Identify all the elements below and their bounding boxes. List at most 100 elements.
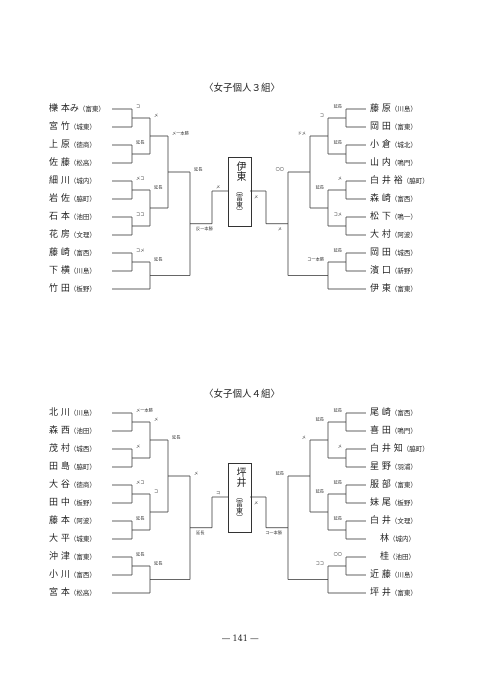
group3-left-entry-7: 石 本（池田）	[49, 212, 96, 222]
group4-left-round1-label: 延長	[136, 551, 145, 558]
group4-right-entry-11: 坪 井（富東）	[370, 588, 417, 598]
group3-left-semifinal-label: 延長	[194, 166, 203, 173]
group3-right-semifinal-label: メ	[278, 226, 282, 231]
group3-right-semifinal-label: 〇〇	[276, 167, 284, 172]
group3-champion-school: （富東）	[235, 187, 244, 215]
group3-right-entry-7: 松 下（鳴一）	[370, 212, 417, 222]
group4-right-entry-9: 桂（池田）	[380, 552, 416, 562]
group3-right-round3-label: ドメ	[298, 131, 306, 136]
group3-champion-name: 伊東	[234, 161, 245, 181]
group4-right-entry-2: 喜 田（鳴門）	[370, 426, 417, 436]
group4-left-round2-label: コ	[154, 489, 158, 494]
group4-left-entry-2: 森 西（池田）	[49, 426, 96, 436]
group3-left-entry-8: 花 房（文理）	[49, 230, 96, 240]
group4-left-round1-label: メ一本勝	[136, 407, 154, 414]
group4-left-entry-7: 藤 本（阿波）	[49, 516, 96, 526]
group4-left-entry-3: 茂 村（城西）	[49, 444, 96, 454]
group4-right-entry-4: 星 野（羽浦）	[370, 462, 417, 472]
group3-right-entry-11: 伊 東（富東）	[370, 284, 417, 294]
group3-left-semifinal-label: 反一本勝	[196, 225, 214, 232]
group3-left-round1-label: メコ	[136, 176, 144, 181]
group4-left-entry-8: 大 平（城東）	[49, 534, 96, 544]
group4-right-round2-label: 延長	[316, 416, 325, 423]
group3-title: 〈女子個人３組〉	[204, 83, 281, 94]
group3-champion-box	[228, 157, 252, 227]
group4-left-round1-label: メ	[136, 444, 140, 449]
group3-left-round1-label: 延長	[136, 139, 145, 146]
group3-right-round1-label: 延長	[334, 247, 343, 254]
group4-title: 〈女子個人４組〉	[204, 389, 281, 400]
group3-right-entry-1: 藤 原（川島）	[370, 104, 417, 114]
group4-left-entry-10: 小 川（富西）	[49, 570, 96, 580]
group4-right-round1-label: 延長	[334, 407, 343, 414]
group3-left-round2-label: 延長	[154, 256, 163, 263]
group3-right-round1-label: メ	[338, 176, 342, 181]
group3-left-entry-5: 細 川（城内）	[49, 176, 96, 186]
group3-left-entry-9: 藤 崎（富西）	[49, 248, 96, 258]
group3-left-entry-6: 岩 佐（脇町）	[49, 194, 96, 204]
group4-right-round1-label: 延長	[334, 515, 343, 522]
group4-left-entry-9: 沖 津（富東）	[49, 552, 96, 562]
group3-left-entry-3: 上 原（徳商）	[49, 140, 96, 150]
group4-champion-name: 坪井	[234, 467, 245, 487]
group3-final-label: メ	[254, 194, 258, 199]
group4-right-round1-label: メ	[338, 444, 342, 449]
group4-right-entry-6: 妹 尾（板野）	[370, 498, 417, 508]
group3-right-entry-5: 白 井 裕（脇町）	[370, 176, 429, 186]
group3-right-round1-label: 延長	[334, 139, 343, 146]
group4-left-semifinal-label: メ	[194, 471, 198, 476]
group4-left-entry-1: 北 川（川島）	[49, 408, 96, 418]
group3-right-entry-9: 岡 田（城西）	[370, 248, 417, 258]
group3-right-entry-3: 小 倉（城北）	[370, 140, 417, 150]
group3-right-round2-label: コ一本勝	[307, 256, 325, 263]
group4-left-round3-label: 延長	[172, 434, 181, 441]
group3-left-entry-1: 櫟 本み（富東）	[49, 104, 105, 114]
group4-left-round2-label: メ	[154, 417, 158, 422]
group4-right-entry-8: 林（城内）	[380, 534, 416, 544]
group4-left-entry-6: 田 中（板野）	[49, 498, 96, 508]
group4-final-label: コ	[216, 490, 220, 495]
group4-left-entry-11: 宮 本（松高）	[49, 588, 96, 598]
group4-right-round2-label: 延長	[316, 488, 325, 495]
group4-left-round2-label: 延長	[154, 560, 163, 567]
group4-right-round3-label: メ	[302, 435, 306, 440]
group3-left-entry-2: 宮 竹（城東）	[49, 122, 96, 132]
group3-left-round2-label: メ	[154, 113, 158, 118]
group3-right-round1-label: コメ	[334, 212, 342, 217]
page-number: ― 141 ―	[222, 634, 259, 643]
group4-champion: 坪井 （富東）	[230, 467, 248, 525]
group4-left-round1-label: メコ	[136, 480, 144, 485]
group4-left-entry-5: 大 谷（徳商）	[49, 480, 96, 490]
group3-right-entry-8: 大 村（阿波）	[370, 230, 417, 240]
group3-right-entry-10: 濱 口（新野）	[370, 266, 417, 276]
group3-final-label: メ	[216, 184, 220, 189]
group4-left-entry-4: 田 島（脇町）	[49, 462, 96, 472]
group4-right-entry-3: 白 井 知（脇町）	[370, 444, 429, 454]
group3-left-round3-label: メ一本勝	[172, 130, 190, 137]
group4-left-semifinal-label: 延長	[196, 529, 205, 536]
group4-right-entry-1: 尾 崎（富西）	[370, 408, 417, 418]
group4-champion-box	[228, 463, 252, 533]
group4-right-entry-5: 服 部（富東）	[370, 480, 417, 490]
group3-right-round2-label: 延長	[316, 184, 325, 191]
group3-left-round2-label: 延長	[154, 184, 163, 191]
group3-right-entry-6: 森 崎（富西）	[370, 194, 417, 204]
group4-left-round1-label: 延長	[136, 515, 145, 522]
group4-right-entry-7: 白 井（文理）	[370, 516, 417, 526]
group3-right-entry-2: 岡 田（富東）	[370, 122, 417, 132]
group3-left-entry-10: 下 横（川島）	[49, 266, 96, 276]
group4-right-round2-label: ココ	[316, 561, 324, 566]
group4-right-entry-10: 近 藤（川島）	[370, 570, 417, 580]
group3-left-round1-label: ココ	[136, 212, 144, 217]
group4-champion-school: （富東）	[235, 493, 244, 521]
group3-right-entry-4: 山 内（鳴門）	[370, 158, 417, 168]
group4-right-semifinal-label: コ一本勝	[265, 529, 283, 536]
group4-right-semifinal-label: 延長	[276, 470, 285, 477]
group3-champion: 伊東 （富東）	[230, 161, 248, 219]
group4-right-round1-label: 〇〇	[334, 552, 342, 557]
group3-right-round1-label: 延長	[334, 103, 343, 110]
group3-left-entry-4: 佐 藤（松高）	[49, 158, 96, 168]
group3-left-round1-label: コメ	[136, 248, 144, 253]
